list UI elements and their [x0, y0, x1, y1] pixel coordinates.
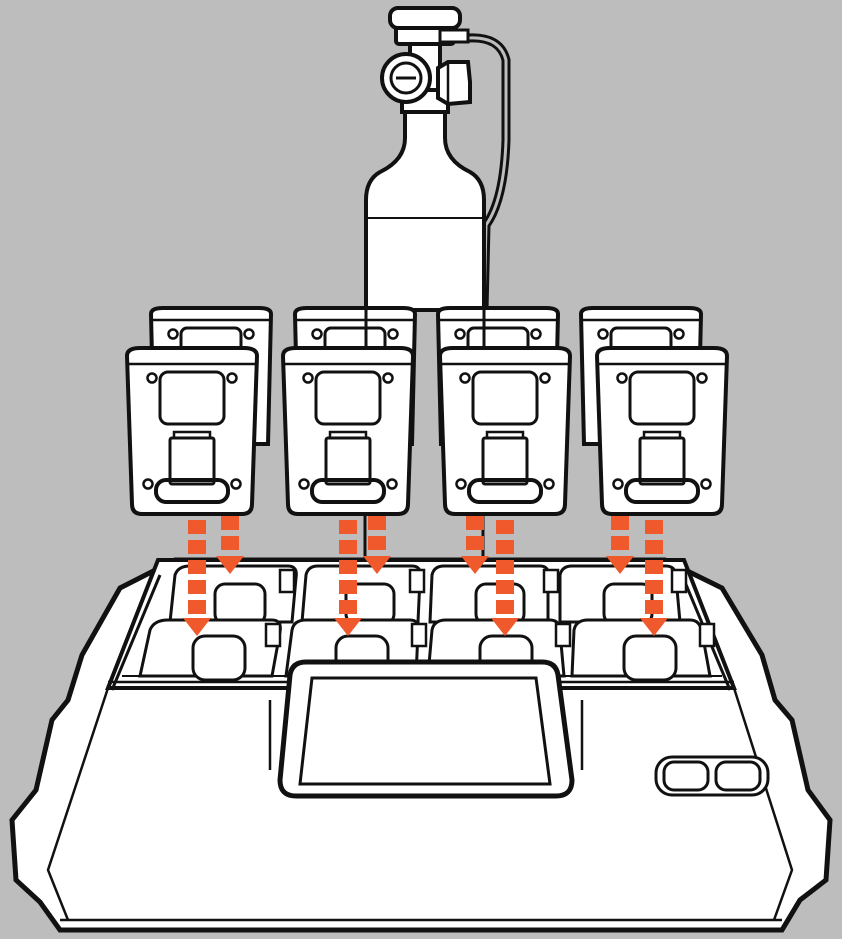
- detector-front-1: [127, 348, 257, 514]
- detector-front-4: [597, 348, 727, 514]
- detector-row-front: [127, 348, 727, 514]
- gas-cylinder-icon: [366, 8, 506, 310]
- status-buttons: [656, 757, 768, 795]
- screen-icon: [270, 662, 582, 796]
- detector-front-3: [440, 348, 570, 514]
- docking-station-icon: [12, 560, 830, 930]
- detector-front-2: [283, 348, 413, 514]
